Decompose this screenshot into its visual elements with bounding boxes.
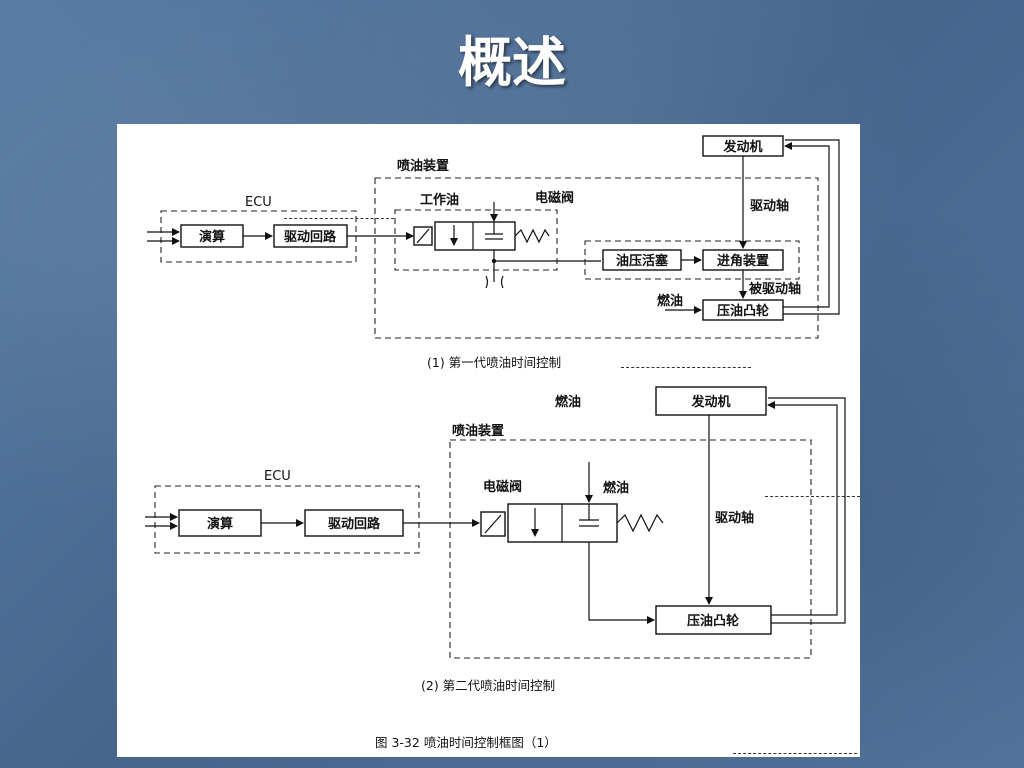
injection-device-label-2: 喷油装置 [452,423,504,439]
fuel-top-label-2: 燃油 [555,394,581,410]
fuel-label-2: 燃油 [603,480,629,496]
cam-return-line-outer-2 [768,397,846,624]
driven-shaft-label: 被驱动轴 [748,281,801,297]
cam-label-1: 压油凸轮 [717,303,769,319]
valve-spring-1 [514,228,550,244]
drive-shaft-label-1: 驱动轴 [750,198,789,214]
valve-spring-2 [616,513,664,533]
advance-boundary-1 [584,240,800,280]
drive-circuit-label-1: 驱动回路 [284,229,337,245]
solenoid-label-1: 电磁阀 [535,190,574,206]
stray-dash-line-a [284,218,394,219]
solenoid-coil-slash-2 [484,514,502,534]
stray-dash-line-b [621,367,751,368]
diagram-1: 喷油装置 ECU 演算 驱动回路 工作油 电磁阀 [147,135,840,370]
work-oil-label: 工作油 [420,192,459,208]
compute-label-2: 演算 [207,516,233,532]
oil-piston-label: 油压活塞 [616,253,669,269]
cam-return-line-inner-2 [767,401,838,616]
valve-body-1 [434,221,516,251]
caption-2: (2) 第二代喷油时间控制 [421,678,555,693]
engine-label-2: 发动机 [690,394,730,410]
ecu-label-1: ECU [245,195,272,210]
drain-symbol-right [500,275,504,289]
drain-symbol-left [485,275,489,289]
injection-device-label-1: 喷油装置 [397,158,449,174]
compute-label-1: 演算 [199,229,225,245]
stray-dash-line-d [733,753,857,754]
cam-return-line-outer [783,139,840,315]
compute-box-2 [178,509,262,537]
engine-label-1: 发动机 [722,139,762,155]
fuel-label-1: 燃油 [657,293,683,309]
cam-box-1 [702,299,784,321]
injection-device-boundary-1 [374,177,819,339]
caption-1: (1) 第一代喷油时间控制 [427,355,561,370]
engine-box-2 [655,386,767,416]
slide-title: 概述 [458,31,566,94]
injection-timing-diagram: 喷油装置 ECU 演算 驱动回路 工作油 电磁阀 [145,135,846,750]
drive-circuit-label-2: 驱动回路 [328,516,381,532]
cam-box-2 [655,605,772,635]
ecu-boundary-2 [154,485,420,554]
drive-circuit-box-2 [304,509,404,537]
solenoid-coil-slash-1 [416,228,430,244]
solenoid-label-2: 电磁阀 [483,479,522,495]
ecu-label-2: ECU [264,469,291,484]
diagram-2: 燃油 发动机 喷油装置 ECU 演算 驱动回路 电磁阀 燃油 [145,386,846,693]
stray-dash-line-c [765,496,860,497]
figure-caption: 图 3-32 喷油时间控制框图（1） [375,735,557,750]
drive-shaft-label-2: 驱动轴 [715,510,754,526]
valve-to-cam-line-2 [588,542,655,624]
cam-label-2: 压油凸轮 [687,613,739,629]
solenoid-boundary-1 [394,209,558,271]
cam-return-line-inner [783,142,830,308]
injection-device-boundary-2 [449,439,812,659]
advance-device-label: 进角装置 [717,253,769,269]
diagram-figure: 喷油装置 ECU 演算 驱动回路 工作油 电磁阀 [117,124,860,757]
